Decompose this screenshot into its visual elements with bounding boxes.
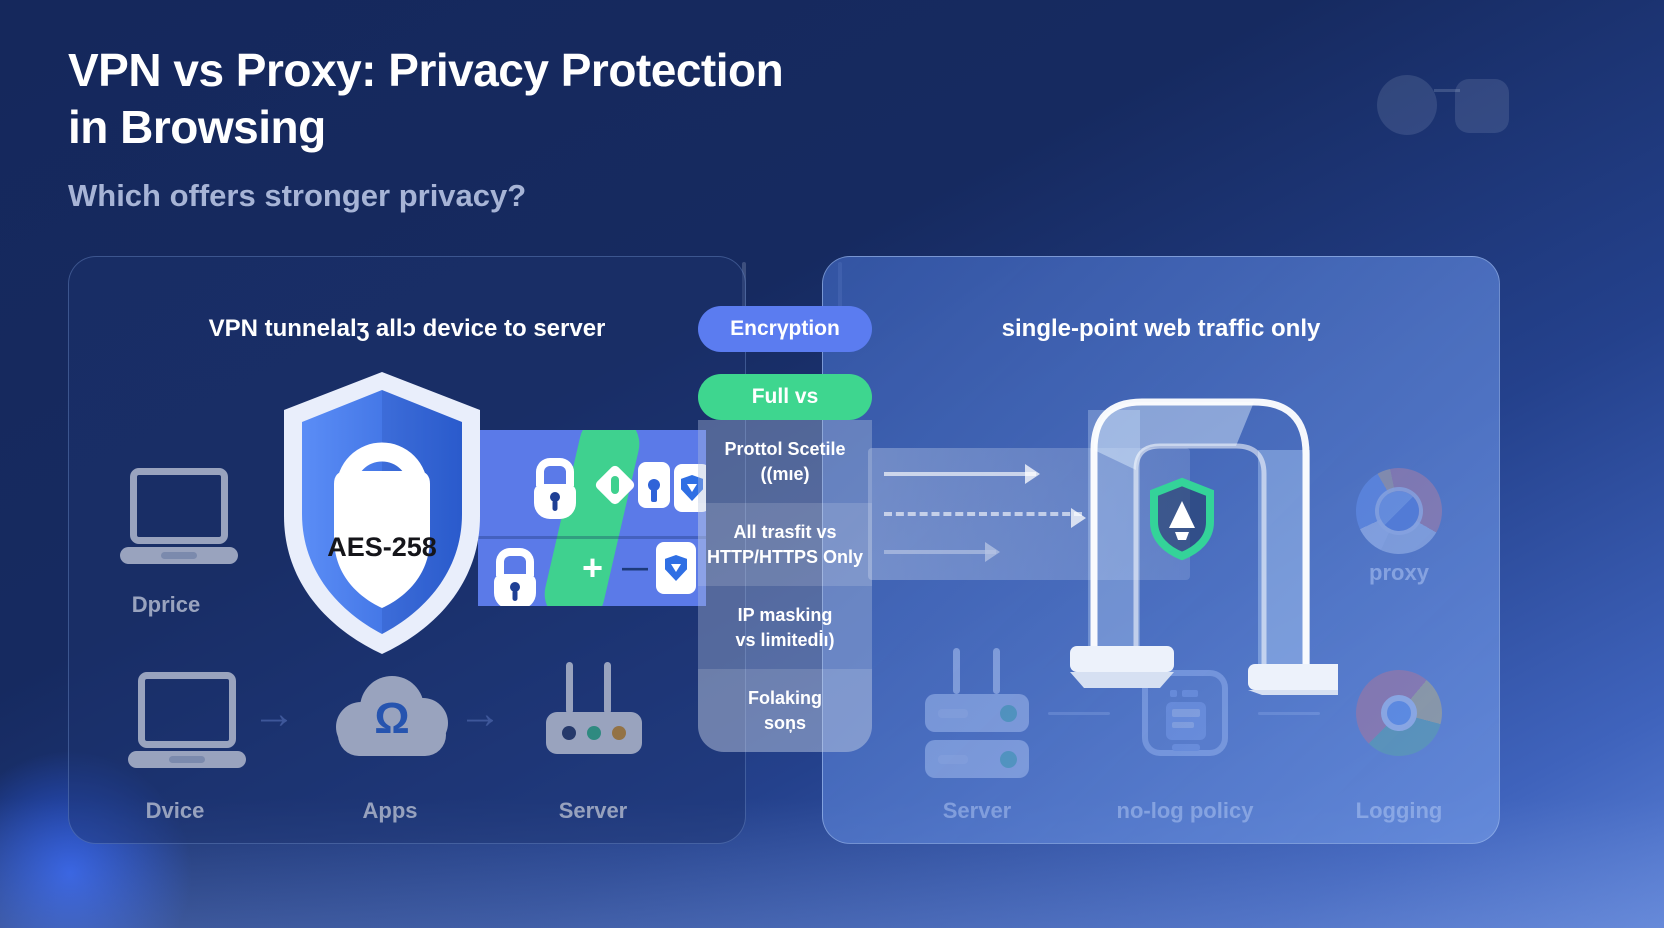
vs-badge: Full vs bbox=[698, 374, 872, 420]
shield-badge-icon bbox=[674, 464, 706, 512]
device-top-label: Dprice bbox=[131, 592, 201, 617]
beam-arrow-icon bbox=[884, 542, 1000, 562]
lock-icon bbox=[494, 548, 536, 606]
dash-icon: — bbox=[622, 552, 648, 582]
comparison-column: Prottol Scetile ((mıe) All trasfit vs HT… bbox=[698, 420, 872, 752]
router-led-navy bbox=[562, 726, 576, 740]
page-subtitle: Which offers stronger privacy? bbox=[68, 178, 527, 213]
decor-square-icon bbox=[1455, 79, 1509, 133]
proxy-shield-icon bbox=[1150, 477, 1214, 561]
lock-icon bbox=[534, 458, 576, 519]
vpn-tunnel-band: + — bbox=[478, 430, 706, 606]
glass-gateway-icon bbox=[1070, 398, 1338, 695]
cloud-lock-icon: Ω bbox=[374, 694, 410, 744]
beam-arrow-icon bbox=[884, 464, 1040, 484]
plus-icon: + bbox=[582, 547, 604, 588]
cloud-apps-icon: Ω bbox=[336, 676, 448, 756]
comparison-row: Prottol Scetile ((mıe) bbox=[724, 439, 846, 484]
comparison-row: IP masking vs limitedİı) bbox=[735, 605, 835, 650]
vpn-server-label: Server bbox=[558, 798, 628, 823]
connector-line bbox=[742, 262, 746, 308]
comparison-row: Folaking soņs bbox=[698, 669, 872, 752]
router-server-icon bbox=[546, 662, 642, 754]
device-bottom-label: Dvice bbox=[145, 798, 205, 823]
shield-badge-icon bbox=[656, 542, 696, 594]
encryption-badge: Encrγption bbox=[698, 306, 872, 352]
arrow-icon: → bbox=[252, 689, 296, 738]
corner-glow bbox=[0, 748, 210, 928]
proxy-panel-heading: single-point web traffic only bbox=[1001, 315, 1321, 342]
vpn-shield-icon: AES-258 bbox=[284, 372, 480, 654]
router-led-green bbox=[587, 726, 601, 740]
beam-arrow-dashed-icon bbox=[884, 508, 1086, 528]
decor-circle-icon bbox=[1377, 75, 1437, 135]
vpn-panel-heading: VPN tunnelalʒ allɔ device to server bbox=[208, 315, 606, 342]
router-led-orange bbox=[612, 726, 626, 740]
laptop-icon bbox=[120, 468, 238, 564]
arrow-icon: → bbox=[458, 689, 502, 738]
decor-line bbox=[1434, 89, 1460, 92]
laptop-icon bbox=[128, 672, 246, 768]
comparison-row: All trasfit vs HTTP/HTTPS Only bbox=[698, 503, 872, 586]
page-title: VPN vs Proxy: Privacy Protection in Brow… bbox=[68, 44, 784, 154]
proxy-panel: single-point web traffic only bbox=[822, 256, 1500, 844]
key-badge-icon bbox=[638, 462, 670, 508]
shield-label: AES-258 bbox=[327, 532, 437, 562]
apps-label: Apps bbox=[362, 798, 418, 823]
